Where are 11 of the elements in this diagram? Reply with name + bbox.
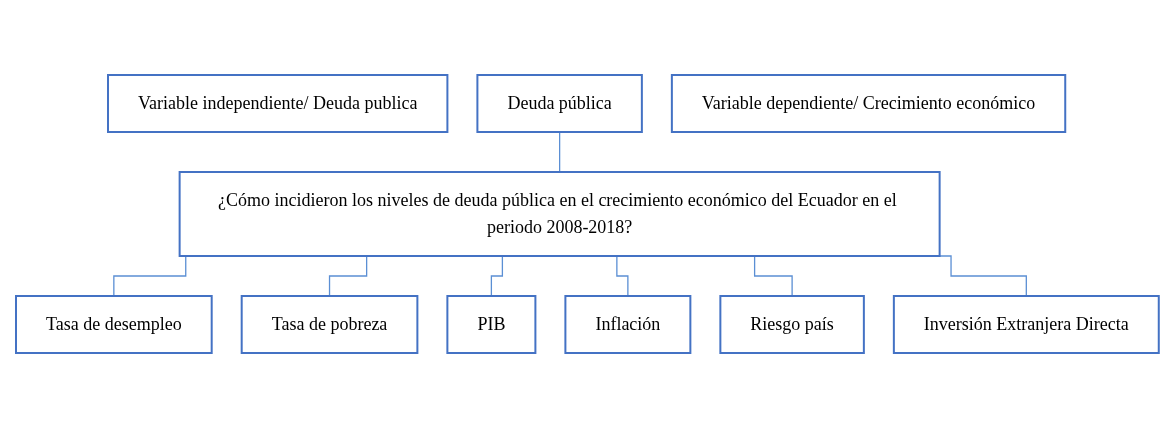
node-box: Variable independiente/ Deuda publica <box>107 73 449 133</box>
node-box: Tasa de pobreza <box>240 294 419 354</box>
node-box: Tasa de desempleo <box>15 294 213 354</box>
node-box: Deuda pública <box>476 73 643 133</box>
node-box: Riesgo país <box>719 294 865 354</box>
node-box: ¿Cómo incidieron los niveles de deuda pública en el crecimiento económico del Ecuador en el periodo 2008-2018? <box>178 170 941 257</box>
node-box: Inversión Extranjera Directa <box>892 294 1160 354</box>
node-box: Inflación <box>564 294 692 354</box>
connector <box>559 130 561 173</box>
node-box: PIB <box>446 294 537 354</box>
node-box: Variable dependiente/ Crecimiento económico <box>670 73 1067 133</box>
